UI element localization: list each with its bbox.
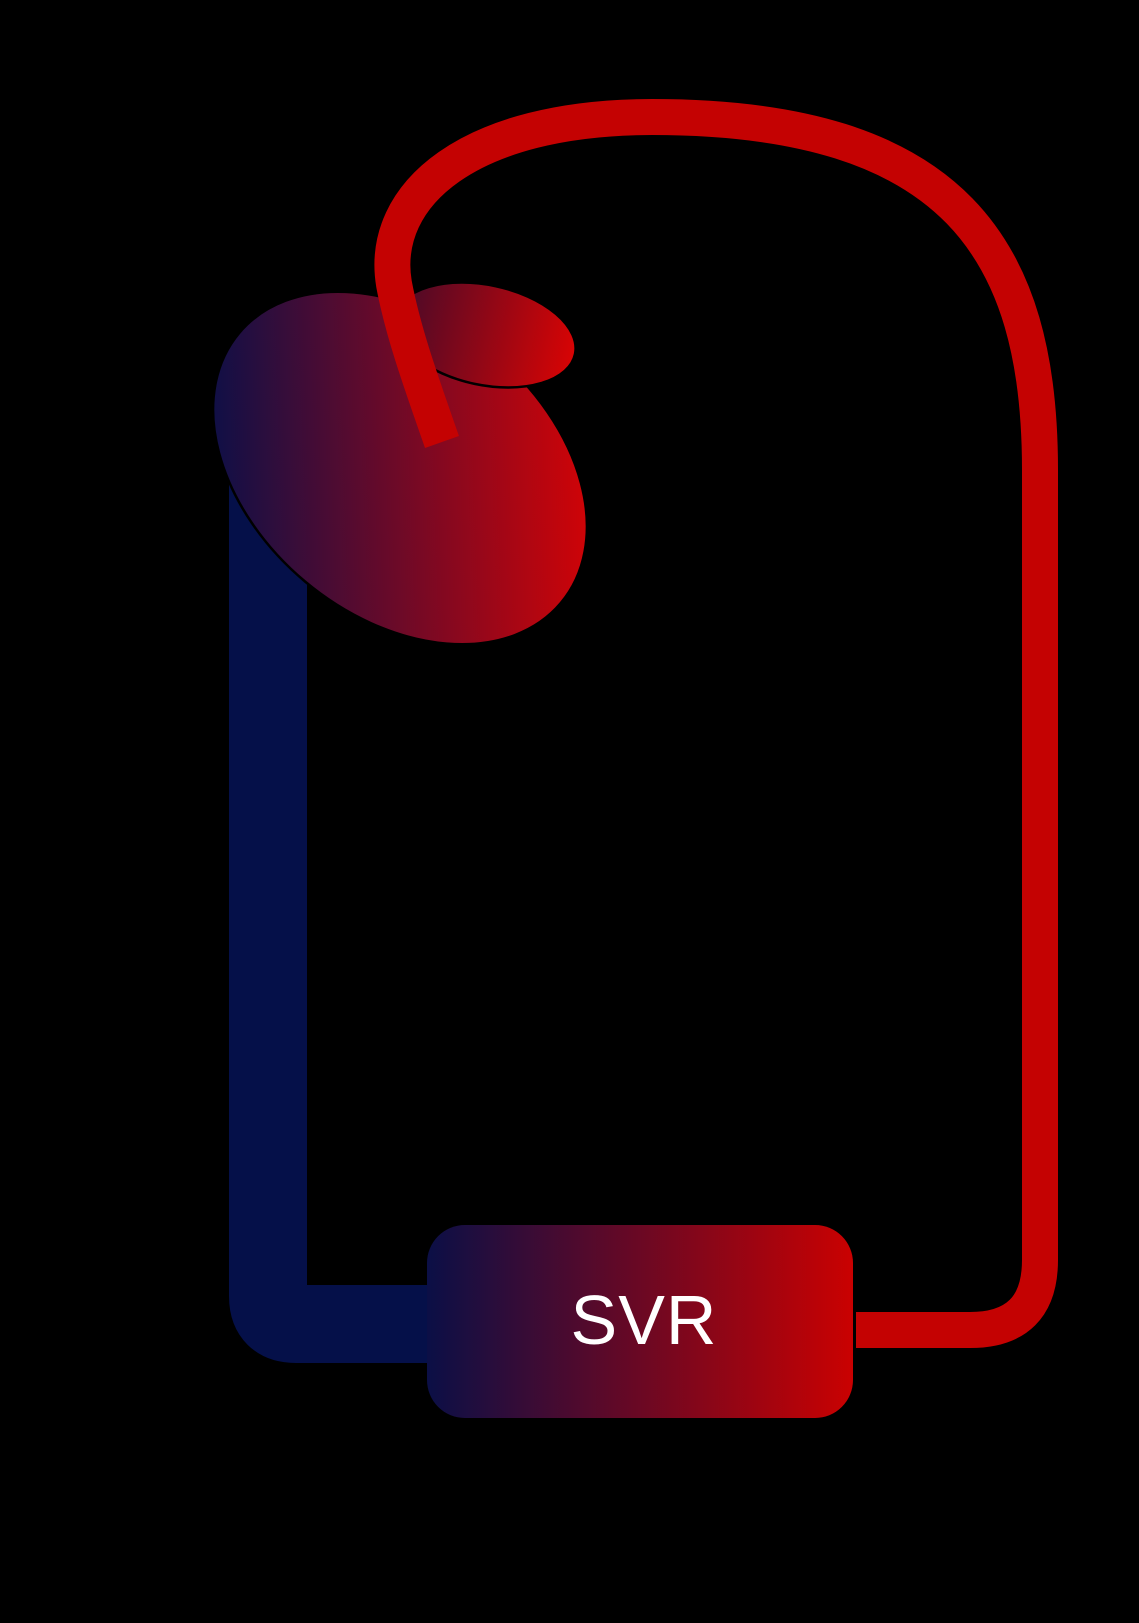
- svr-label: SVR: [571, 1281, 718, 1359]
- artery-tube: [374, 98, 1058, 1348]
- vein-tube: [229, 420, 430, 1363]
- svr-box: [427, 1225, 853, 1418]
